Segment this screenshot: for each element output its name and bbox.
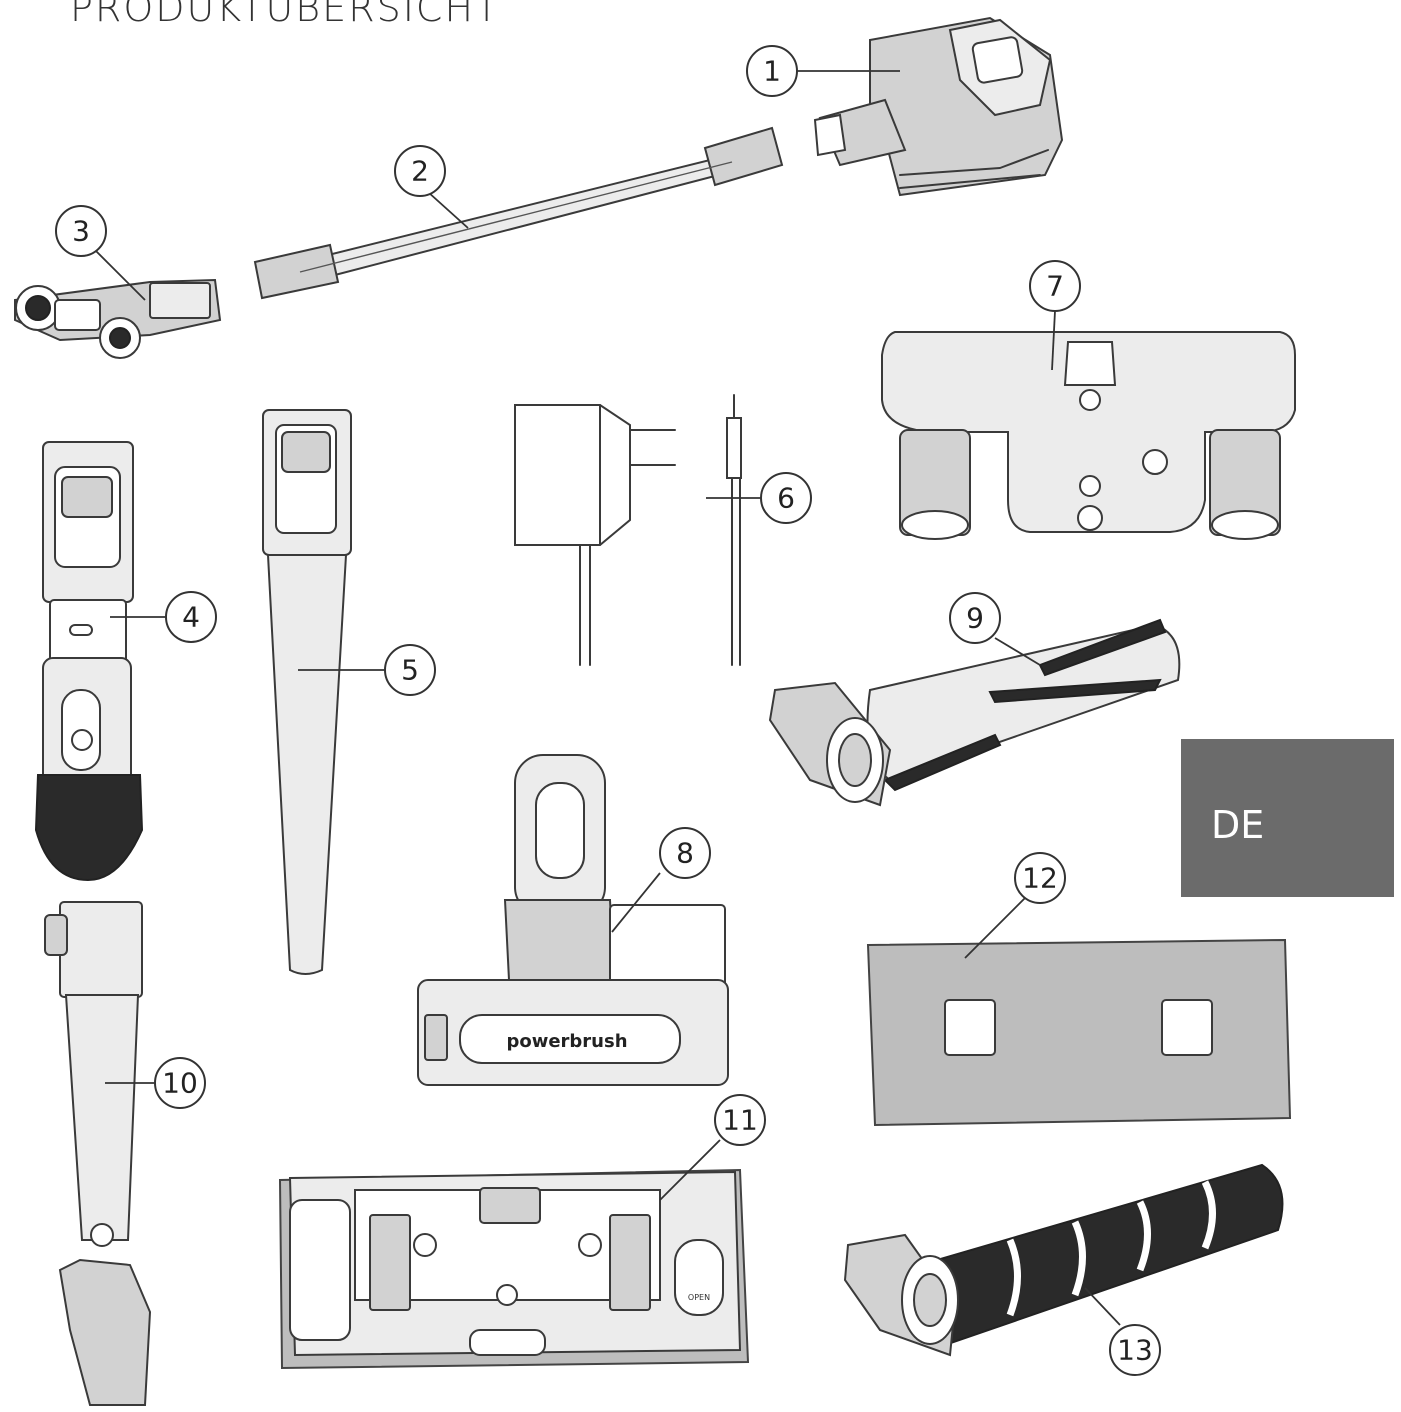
mop-open-label: OPEN [688,1293,710,1302]
callout-11: 11 [714,1094,766,1146]
callout-2: 2 [394,145,446,197]
callout-number: 1 [763,55,781,88]
callout-4: 4 [165,591,217,643]
callout-number: 13 [1117,1334,1153,1367]
callout-number: 9 [966,602,984,635]
handheld-unit [813,16,1064,197]
callout-13: 13 [1109,1324,1161,1376]
callout-number: 8 [676,837,694,870]
callout-number: 10 [162,1067,198,1100]
callout-number: 12 [1022,862,1058,895]
mini-turbo-brush: powerbrush [417,754,729,1086]
callout-7: 7 [1029,260,1081,312]
language-code: DE [1211,803,1265,847]
brush-attachment [34,441,144,882]
crevice-tool [262,409,352,975]
bristle-roller [768,618,1181,807]
callout-10: 10 [154,1057,206,1109]
callout-number: 11 [722,1104,758,1137]
language-tab: DE [1181,739,1394,897]
charger-cable [514,394,742,666]
mop-plate: OPEN [278,1168,750,1370]
callout-number: 2 [411,155,429,188]
callout-9: 9 [949,592,1001,644]
callout-3: 3 [55,205,107,257]
callout-12: 12 [1014,852,1066,904]
nozzle-frame [881,331,1296,540]
page-title: PRODUKTÜBERSICHT [70,0,501,30]
callout-number: 6 [777,482,795,515]
callout-6: 6 [760,472,812,524]
extension-tube [253,126,784,300]
callout-5: 5 [384,644,436,696]
mop-pad [866,938,1292,1127]
floor-nozzle [14,278,222,359]
callout-number: 5 [401,654,419,687]
leader-lines [94,70,1121,1326]
callout-8: 8 [659,827,711,879]
soft-roller [843,1163,1284,1357]
product-brand-label: powerbrush [506,1031,627,1052]
callout-number: 4 [182,601,200,634]
callout-1: 1 [746,45,798,97]
flexible-crevice-tool [44,901,152,1406]
callout-number: 3 [72,215,90,248]
callout-number: 7 [1046,270,1064,303]
